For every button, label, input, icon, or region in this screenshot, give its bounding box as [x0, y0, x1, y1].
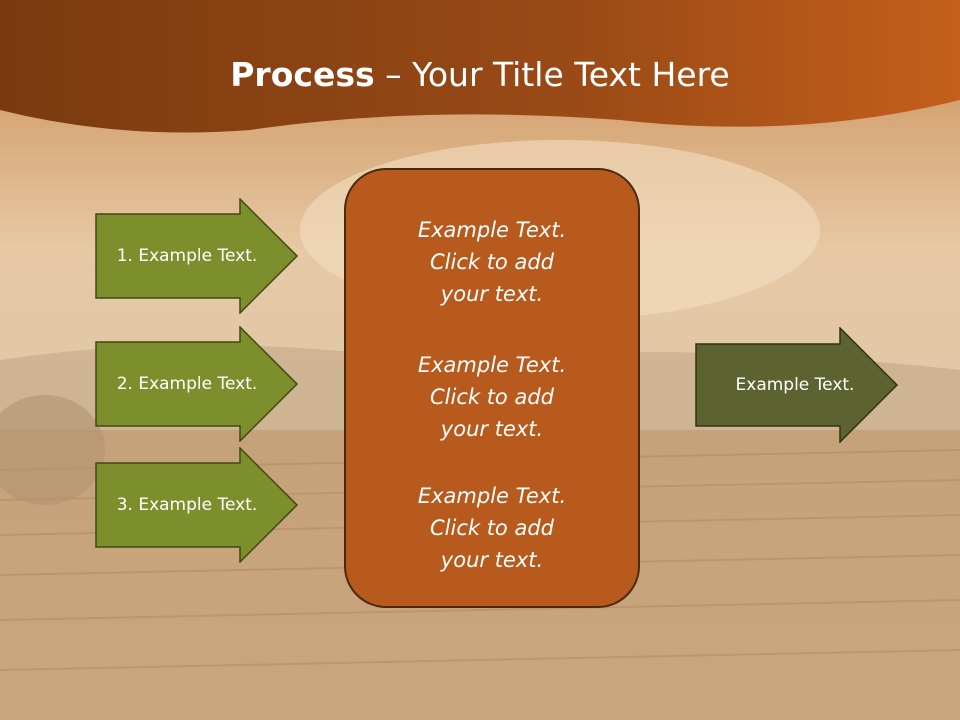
center-text-block-2: Example Text. Click to add your text. — [346, 349, 638, 445]
step-label: 3. Example Text. — [116, 495, 258, 515]
center-line: Example Text. — [417, 484, 567, 508]
center-line: your text. — [440, 417, 544, 441]
arrow-shape — [95, 447, 299, 563]
step-arrow-3[interactable]: 3. Example Text. — [95, 447, 300, 563]
center-line: Click to add — [429, 516, 554, 540]
title-rest: – Your Title Text Here — [374, 55, 730, 94]
arrow-shape — [95, 326, 299, 442]
slide-title[interactable]: Process – Your Title Text Here — [0, 52, 960, 98]
step-label: 1. Example Text. — [116, 246, 258, 266]
center-line: your text. — [440, 282, 544, 306]
center-text-block-3: Example Text. Click to add your text. — [346, 480, 638, 576]
arrow-shape — [695, 327, 899, 443]
title-bold: Process — [230, 55, 375, 94]
center-text-block-1: Example Text. Click to add your text. — [346, 214, 638, 310]
center-text-box[interactable]: Example Text. Click to add your text. Ex… — [344, 168, 640, 608]
output-arrow[interactable]: Example Text. — [695, 327, 900, 443]
center-line: Example Text. — [417, 218, 567, 242]
step-label: 2. Example Text. — [116, 374, 258, 394]
center-line: Example Text. — [417, 353, 567, 377]
center-line: your text. — [440, 548, 544, 572]
center-line: Click to add — [429, 385, 554, 409]
step-arrow-1[interactable]: 1. Example Text. — [95, 198, 300, 314]
step-arrow-2[interactable]: 2. Example Text. — [95, 326, 300, 442]
arrow-shape — [95, 198, 299, 314]
output-label: Example Text. — [735, 375, 855, 395]
center-line: Click to add — [429, 250, 554, 274]
